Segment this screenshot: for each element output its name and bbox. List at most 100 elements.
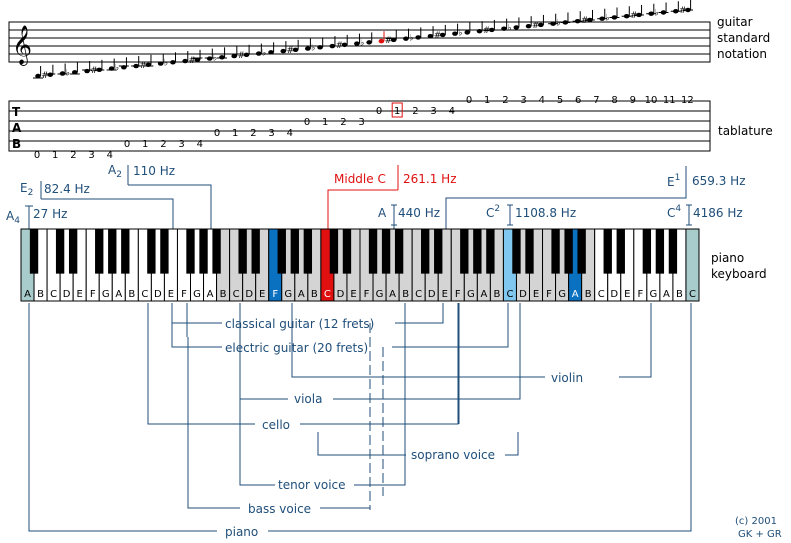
black-key xyxy=(394,229,404,274)
freq-a2-note: A2 xyxy=(108,163,122,180)
piano-label-1: piano xyxy=(711,251,744,265)
freq-a-note: A xyxy=(378,206,387,220)
note xyxy=(513,25,520,30)
range-piano: piano xyxy=(225,525,258,539)
key-letter: A xyxy=(572,289,579,300)
key-letter: C xyxy=(415,289,422,300)
notation-label-1: guitar xyxy=(717,15,753,29)
range-soprano-voice: soprano voice xyxy=(411,448,495,462)
accidental-sharp: ♭ xyxy=(164,58,168,68)
tab-fret-number: 11 xyxy=(663,95,676,106)
tab-fret-number: 2 xyxy=(250,128,256,139)
key-letter: B xyxy=(493,289,500,300)
tab-fret-number: 2 xyxy=(160,139,166,150)
tablature-label: tablature xyxy=(718,124,773,138)
tab-fret-number: 3 xyxy=(520,95,526,106)
tab-fret-number: 7 xyxy=(593,95,599,106)
black-key xyxy=(29,229,39,274)
tab-letter-t: T xyxy=(12,105,21,119)
note xyxy=(182,58,188,64)
tab-fret-number: 4 xyxy=(197,139,203,150)
key-letter: E xyxy=(624,289,630,300)
freq-c2-value: 1108.8 Hz xyxy=(515,206,576,220)
key-letter: A xyxy=(663,289,670,300)
key-letter: C xyxy=(506,289,513,300)
credit-line-1: (c) 2001 xyxy=(735,516,777,527)
key-letter: B xyxy=(220,289,227,300)
note xyxy=(194,57,201,63)
note xyxy=(206,56,213,61)
note xyxy=(452,31,458,36)
note xyxy=(464,30,471,35)
key-letter: A xyxy=(207,289,214,300)
credit-line-2: GK + GR xyxy=(738,529,782,540)
note xyxy=(280,48,287,54)
key-letter: A xyxy=(115,289,122,300)
key-letter: F xyxy=(364,289,370,300)
black-key xyxy=(251,229,260,274)
range-tenor-voice: tenor voice xyxy=(278,478,346,492)
note xyxy=(35,73,41,79)
range-electric-guitar: electric guitar (20 frets) xyxy=(225,341,368,355)
accidental-sharp: ♭ xyxy=(262,48,266,58)
key-letter: B xyxy=(128,289,135,300)
freq-e1-value: 659.3 Hz xyxy=(692,174,746,188)
key-letter: B xyxy=(311,289,318,300)
note xyxy=(341,42,348,48)
black-key xyxy=(460,229,469,274)
note xyxy=(501,26,507,31)
tab-fret-number: 9 xyxy=(630,95,636,106)
black-key xyxy=(421,229,430,274)
key-letter: E xyxy=(77,289,83,300)
key-letter: D xyxy=(337,289,345,300)
frequency-markers: A4 27 Hz E2 82.4 Hz A2 110 Hz Middle C 2… xyxy=(6,163,746,229)
accidental-sharp: ♭ xyxy=(213,53,217,63)
tab-fret-number: 3 xyxy=(430,106,436,117)
note xyxy=(219,55,225,60)
white-key xyxy=(685,228,700,302)
accidental-sharp: ♭ xyxy=(458,28,462,38)
accidental-sharp: # xyxy=(237,51,245,61)
accidental-sharp: # xyxy=(188,56,196,66)
middle-c-note xyxy=(378,38,385,44)
tab-letter-b: B xyxy=(12,137,21,151)
black-key xyxy=(381,229,391,274)
accidental-sharp: # xyxy=(679,6,687,16)
note xyxy=(243,52,250,58)
black-key xyxy=(655,229,665,274)
range-classical-guitar: classical guitar (12 frets) xyxy=(225,317,374,331)
key-letter: G xyxy=(649,289,657,300)
piano-label-2: keyboard xyxy=(711,267,767,281)
tab-fret-number: 2 xyxy=(412,106,418,117)
tab-fret-number: 0 xyxy=(34,150,40,161)
accidental-sharp: ♭ xyxy=(654,8,658,18)
key-letter: D xyxy=(154,289,162,300)
note xyxy=(525,23,532,29)
tab-fret-number: 0 xyxy=(124,139,130,150)
black-key xyxy=(290,229,299,274)
accidental-sharp: ♭ xyxy=(66,68,70,78)
accidental-sharp: # xyxy=(385,36,393,46)
tab-letter-a: A xyxy=(12,121,22,135)
accidental-sharp: # xyxy=(532,21,540,31)
freq-a4-note: A4 xyxy=(6,209,20,226)
tab-fret-number: 1 xyxy=(232,128,238,139)
note xyxy=(231,53,238,59)
black-key xyxy=(616,229,625,274)
freq-c4-value: 4186 Hz xyxy=(693,206,743,220)
black-key xyxy=(160,229,169,274)
black-key xyxy=(303,229,313,274)
black-key xyxy=(434,229,443,274)
tab-fret-number: 3 xyxy=(268,128,274,139)
key-letter: A xyxy=(480,289,487,300)
tab-fret-number: 5 xyxy=(557,95,563,106)
range-violin: violin xyxy=(551,371,583,385)
note xyxy=(255,51,262,56)
tab-fret-number: 2 xyxy=(340,117,346,128)
black-key xyxy=(642,229,652,274)
freq-c4-note: C4 xyxy=(667,204,681,220)
tab-fret-number: 0 xyxy=(376,106,382,117)
black-key xyxy=(329,229,339,274)
tab-fret-number: 0 xyxy=(466,95,472,106)
